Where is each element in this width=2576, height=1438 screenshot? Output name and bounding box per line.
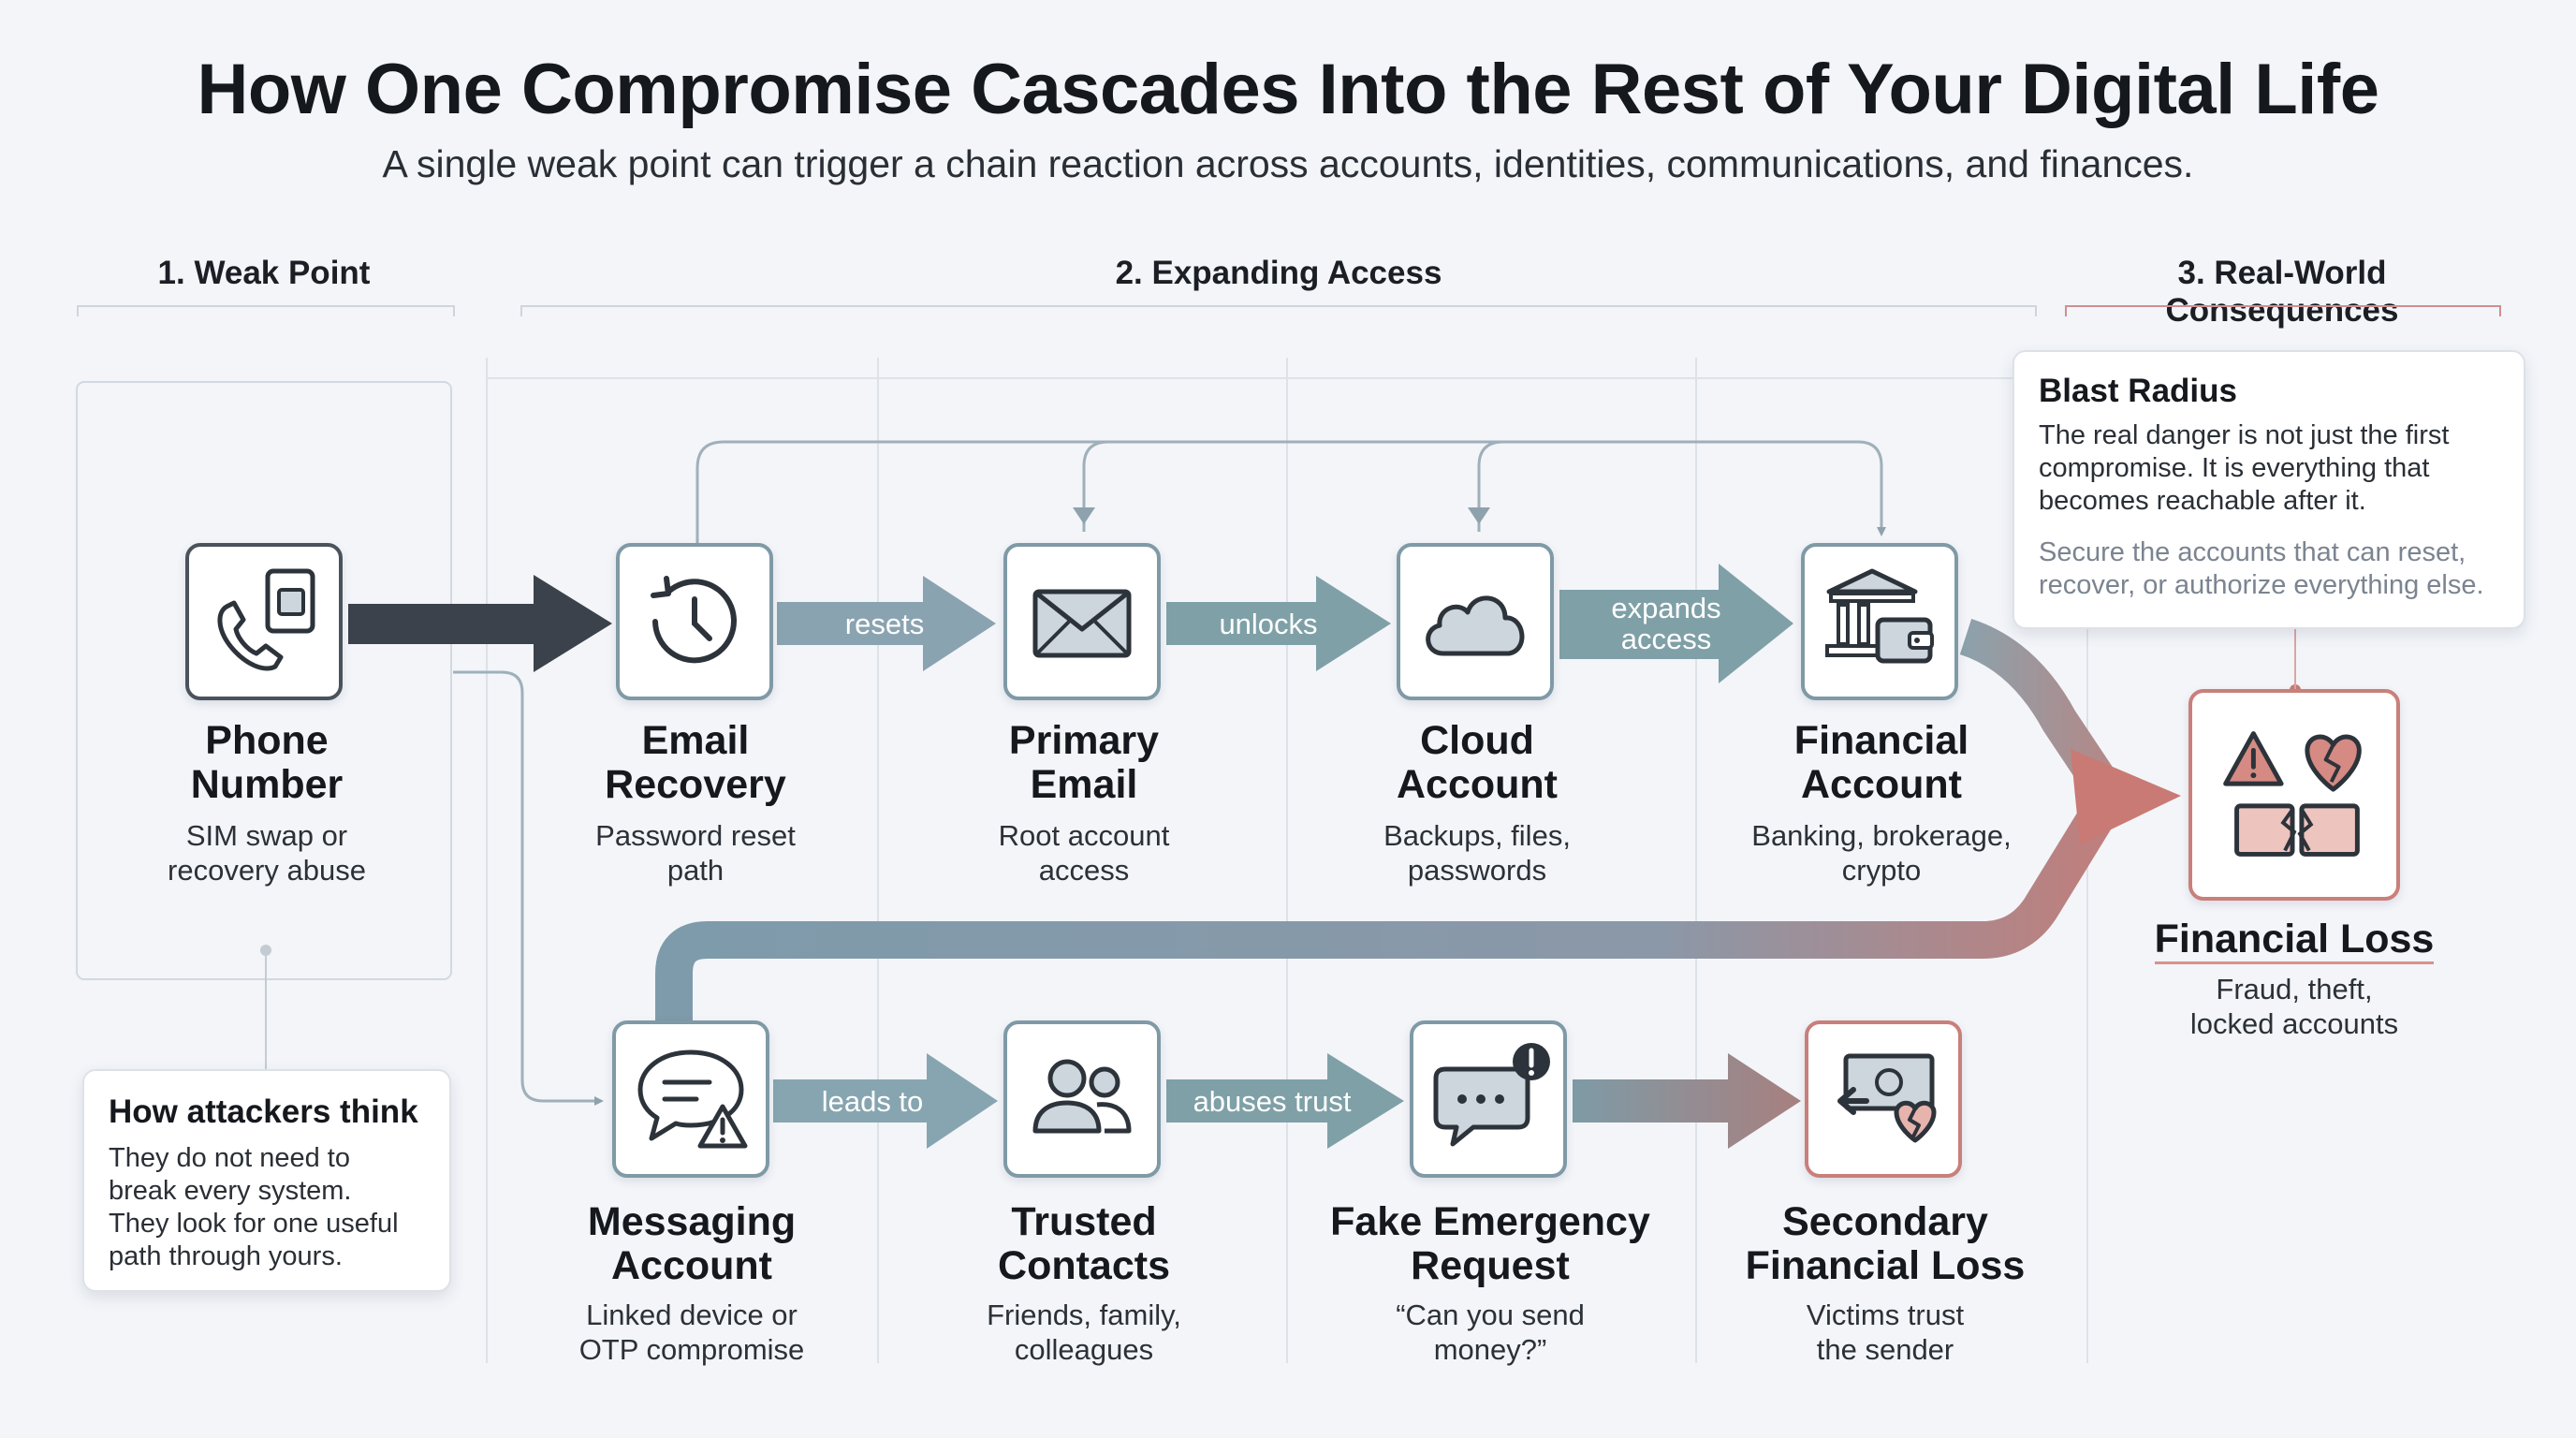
cloud-account-node[interactable] <box>1397 543 1554 700</box>
edge-label-unlocks: unlocks <box>1219 608 1318 640</box>
messaging-account-node[interactable] <box>612 1020 769 1178</box>
people-icon <box>1032 1059 1132 1134</box>
cascade-arrow-top <box>1959 618 2113 788</box>
envelope-icon <box>1032 589 1132 658</box>
attackers-callout-body: They do not need to break every system. … <box>109 1143 399 1271</box>
email-recovery-node[interactable] <box>616 543 773 700</box>
warning-broken-heart-icon <box>2223 731 2362 857</box>
financial-loss-arrowhead <box>2071 749 2181 844</box>
trusted-contacts-subtitle: Friends, family,colleagues <box>987 1299 1181 1366</box>
edge-label-resets: resets <box>844 608 925 640</box>
section-expanding-access-bracket <box>520 305 2037 316</box>
arrow-resets <box>777 576 996 671</box>
attackers-callout-title: How attackers think <box>109 1093 418 1130</box>
arrow-expands-access <box>1559 564 1793 683</box>
blast-radius-body: The real danger is not just the first co… <box>2039 420 2450 516</box>
history-icon <box>651 576 737 664</box>
loop-connectors <box>453 440 1886 1106</box>
section-consequences-bracket <box>2065 305 2501 316</box>
cloud-icon <box>1426 595 1525 656</box>
chat-alert-icon <box>1433 1043 1550 1147</box>
page-title: How One Compromise Cascades Into the Res… <box>197 50 2379 129</box>
financial-account-node[interactable] <box>1801 543 1958 700</box>
financial-loss-node[interactable] <box>2188 689 2400 901</box>
cloud-account-subtitle: Backups, files,passwords <box>1383 819 1571 887</box>
trusted-contacts-node[interactable] <box>1003 1020 1161 1178</box>
arrow-unlocks <box>1166 576 1391 671</box>
section-weak-point-bracket <box>77 305 455 316</box>
arrow-abuses-trust <box>1166 1053 1404 1149</box>
phone-number-node[interactable] <box>185 543 343 700</box>
financial-loss-subtitle: Fraud, theft,locked accounts <box>2189 973 2399 1040</box>
financial-loss-title: Financial Loss <box>2088 917 2500 964</box>
bank-wallet-icon <box>1825 568 1934 664</box>
attackers-callout: How attackers think They do not need to … <box>82 1069 451 1292</box>
arrow-to-secondary-loss <box>1573 1053 1801 1149</box>
money-broken-heart-icon <box>1837 1053 1937 1143</box>
arrow-phone-to-recovery <box>348 575 612 672</box>
edge-label-leads-to: leads to <box>821 1085 924 1118</box>
arrow-leads-to <box>773 1053 998 1149</box>
chat-warning-icon <box>637 1049 748 1149</box>
financial-account-subtitle: Banking, brokerage,crypto <box>1751 819 2012 887</box>
secondary-financial-loss-node[interactable] <box>1805 1020 1962 1178</box>
blast-radius-title: Blast Radius <box>2039 373 2237 409</box>
page-subtitle: A single weak point can trigger a chain … <box>382 142 2194 185</box>
section-real-world-consequences: 3. Real-World Consequences <box>2165 255 2399 329</box>
weak-point-panel <box>76 381 452 980</box>
primary-email-node[interactable] <box>1003 543 1161 700</box>
edge-label-abuses-trust: abuses trust <box>1193 1085 1352 1118</box>
section-expanding-access: 2. Expanding Access <box>1115 255 1442 291</box>
phone-sim-icon <box>217 568 315 671</box>
blast-radius-callout: Blast Radius The real danger is not just… <box>2012 350 2525 629</box>
blast-radius-advice: Secure the accounts that can reset, reco… <box>2039 537 2484 600</box>
cascade-arrow-bottom <box>655 791 2123 1020</box>
section-weak-point: 1. Weak Point <box>157 255 371 291</box>
fake-emergency-request-node[interactable] <box>1410 1020 1567 1178</box>
